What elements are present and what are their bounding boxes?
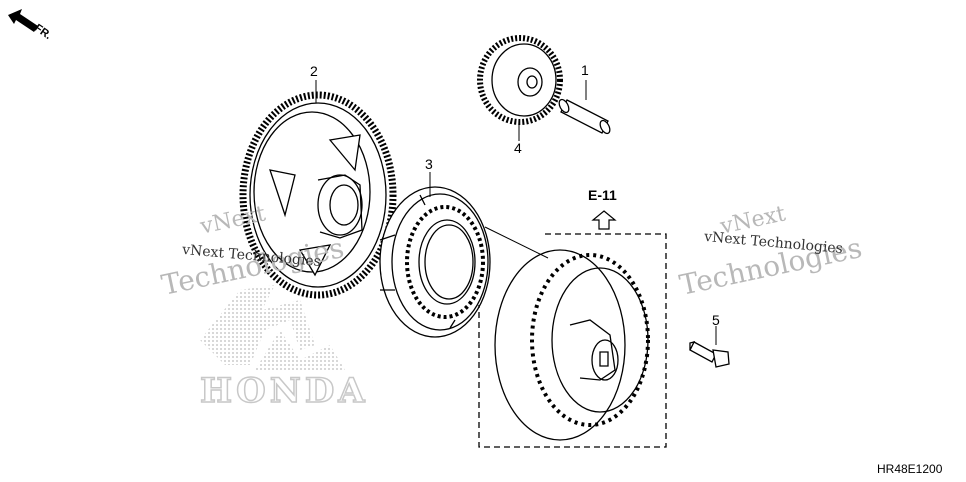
large-gear [239, 91, 397, 299]
callout-4: 4 [514, 140, 522, 156]
one-way-clutch [379, 186, 491, 338]
leader-lines [315, 80, 717, 345]
idle-gear [477, 35, 563, 125]
honda-wing-logo [200, 285, 345, 370]
front-direction-arrow [8, 9, 38, 32]
reference-label: E-11 [588, 187, 617, 203]
flange-bolt [689, 341, 730, 368]
callout-1: 1 [581, 62, 589, 78]
shaft [558, 98, 611, 135]
callout-3: 3 [425, 156, 433, 172]
flywheel-assembly [478, 226, 667, 448]
honda-logo-text: HONDA [200, 371, 369, 411]
callout-5: 5 [712, 312, 720, 328]
reference-arrow [591, 210, 617, 230]
diagram-code: HR48E1200 [877, 462, 943, 476]
callout-2: 2 [310, 63, 318, 79]
